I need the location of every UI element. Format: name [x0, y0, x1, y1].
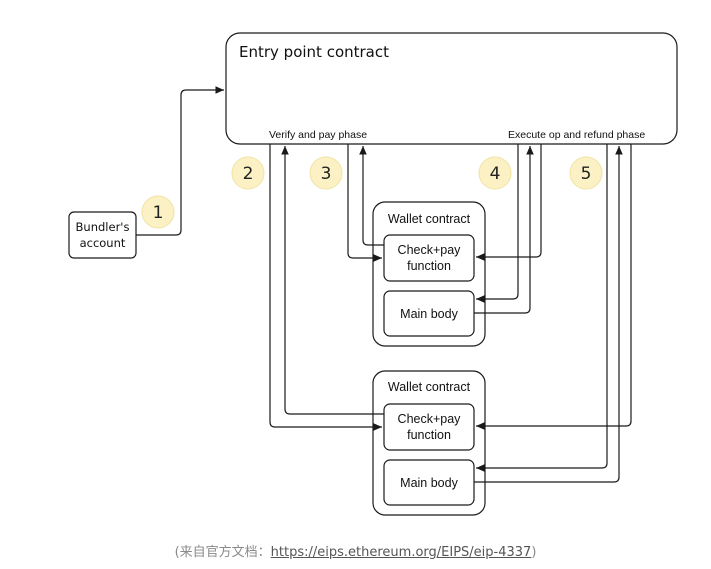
step-4-marker: 4	[478, 156, 512, 190]
bundler-account: Bundler's account	[68, 211, 137, 259]
arrow-wallet2-check-to-entry	[281, 146, 384, 415]
wallet-1-check-line2: function	[407, 259, 451, 273]
bundler-label-line2: account	[80, 236, 126, 250]
caption-suffix: )	[531, 545, 537, 560]
wallet-2-check-pay-function: Check+pay function	[383, 403, 475, 451]
step-5-number: 5	[581, 164, 592, 184]
wallet-1-main-body: Main body	[383, 290, 475, 337]
verify-phase-label: Verify and pay phase	[269, 129, 367, 141]
caption-source-link[interactable]: https://eips.ethereum.org/EIPS/eip-4337	[270, 545, 532, 560]
step-5-marker: 5	[569, 156, 603, 190]
caption-prefix: (来自官方文档：	[174, 545, 271, 560]
step-1-marker: 1	[141, 195, 175, 229]
wallet-2-check-line2: function	[407, 428, 451, 442]
arrow-entry-to-wallet2-check	[269, 144, 382, 431]
arrow-entry-to-wallet2-main	[476, 144, 608, 472]
wallet-1-main-label: Main body	[400, 307, 458, 321]
arrow-wallet1-main-to-entry	[474, 146, 534, 314]
figure-caption: (来自官方文档：https://eips.ethereum.org/EIPS/e…	[0, 541, 711, 560]
step-1-number: 1	[153, 203, 164, 223]
wallet-contract-1: Wallet contract Check+pay function Main …	[372, 201, 486, 347]
entry-point-contract: Entry point contract Verify and pay phas…	[225, 32, 678, 145]
arrow-wallet1-check-to-entry	[359, 146, 384, 246]
arrow-bundler-to-entry	[136, 86, 224, 236]
wallet-2-main-label: Main body	[400, 476, 458, 490]
step-2-number: 2	[243, 164, 254, 184]
wallet-2-main-body: Main body	[383, 459, 475, 506]
step-4-number: 4	[490, 164, 501, 184]
wallet-2-check-line1: Check+pay	[398, 412, 462, 426]
step-3-marker: 3	[309, 156, 343, 190]
entry-point-title: Entry point contract	[239, 43, 389, 61]
arrow-entry-to-wallet1-check	[347, 144, 382, 262]
step-2-marker: 2	[231, 156, 265, 190]
wallet-contract-2: Wallet contract Check+pay function Main …	[372, 370, 486, 516]
step-3-number: 3	[321, 164, 332, 184]
arrow-entry-to-wallet2-check-exec	[476, 144, 632, 430]
execute-phase-label: Execute op and refund phase	[508, 129, 645, 141]
wallet-1-check-pay-function: Check+pay function	[383, 234, 475, 282]
bundler-label-line1: Bundler's	[76, 220, 130, 234]
arrow-entry-to-wallet1-check-exec	[476, 144, 542, 261]
wallet-2-title: Wallet contract	[388, 380, 471, 394]
arrow-entry-to-wallet1-main	[476, 144, 519, 303]
arrow-wallet2-main-to-entry	[474, 146, 623, 483]
wallet-1-check-line1: Check+pay	[398, 243, 462, 257]
wallet-1-title: Wallet contract	[388, 212, 471, 226]
